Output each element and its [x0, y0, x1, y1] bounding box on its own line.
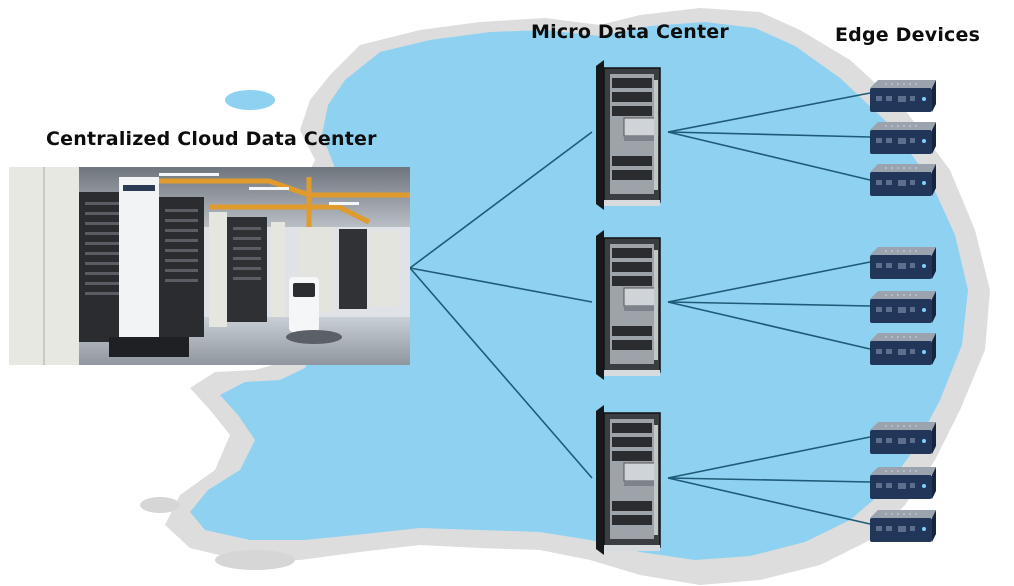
link-micro1-edge2 [668, 132, 870, 137]
edge-gateway-icon [866, 420, 938, 462]
server-rack-icon [590, 230, 670, 384]
link-micro1-edge1 [668, 93, 870, 132]
edge-gateway-icon [866, 331, 938, 373]
link-micro2-edge1 [668, 262, 870, 302]
edge-gateway-icon [866, 120, 938, 162]
link-micro2-edge2 [668, 302, 870, 306]
link-cloud-micro-1 [410, 132, 592, 268]
link-micro2-edge3 [668, 302, 870, 349]
edge-gateway-icon [866, 508, 938, 550]
cloud-datacenter-heading: Centralized Cloud Data Center [46, 128, 377, 150]
edge-gateway-icon [866, 465, 938, 507]
micro-datacenter-heading: Micro Data Center [531, 21, 729, 43]
edge-gateway-icon [866, 289, 938, 331]
edge-gateway-icon [866, 78, 938, 120]
edge-gateway-icon [866, 162, 938, 204]
link-micro1-edge3 [668, 132, 870, 180]
link-cloud-micro-2 [410, 268, 592, 302]
server-rack-icon [590, 405, 670, 559]
edge-devices-heading: Edge Devices [835, 24, 980, 46]
server-rack-icon [590, 60, 670, 214]
link-micro3-edge3 [668, 478, 870, 524]
link-cloud-micro-3 [410, 268, 592, 478]
link-micro3-edge1 [668, 437, 870, 478]
link-micro3-edge2 [668, 478, 870, 482]
cloud-datacenter-photo [9, 167, 410, 365]
edge-gateway-icon [866, 245, 938, 287]
